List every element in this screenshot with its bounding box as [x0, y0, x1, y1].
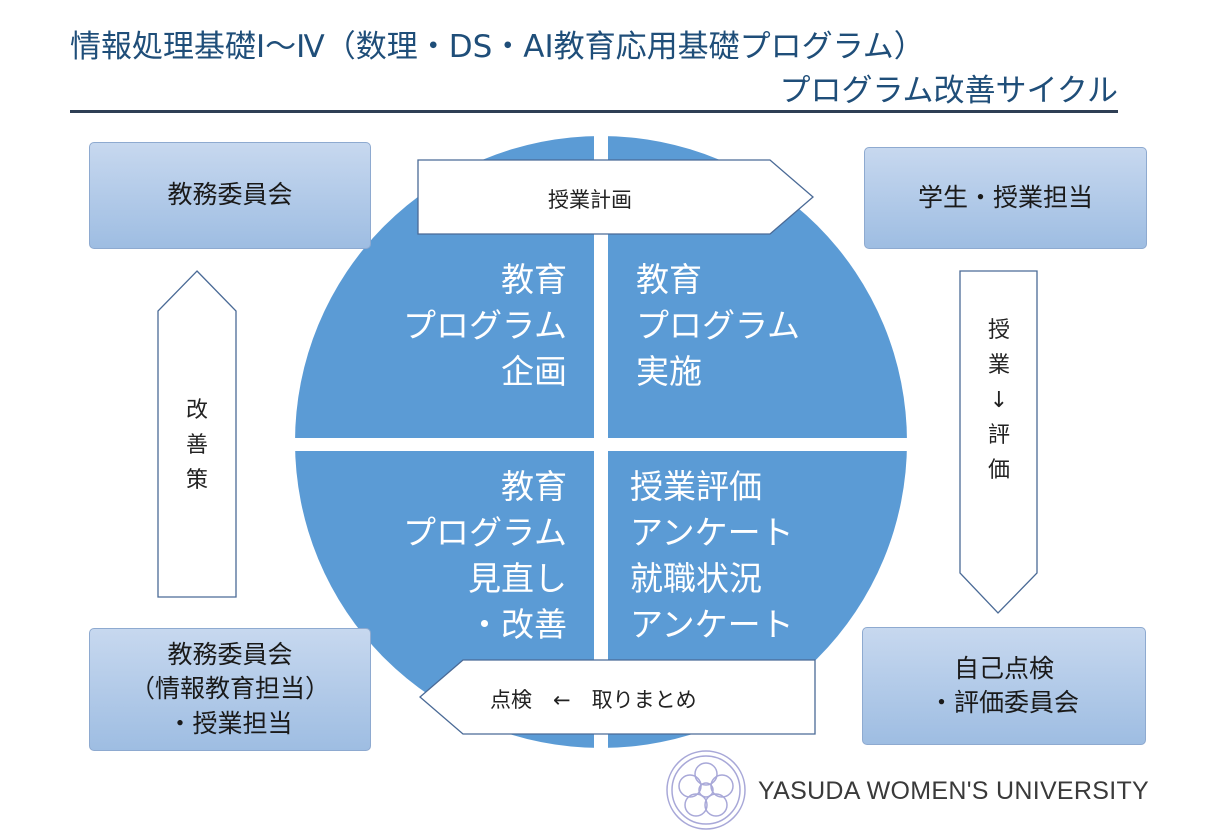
title-underline	[70, 110, 1118, 113]
quadrant-act-line: 見直し	[468, 559, 567, 598]
page-subtitle: プログラム改善サイクル	[779, 73, 1118, 109]
academic-committee-label: 教務委員会	[167, 180, 293, 210]
quadrant-check-line: 就職状況	[630, 559, 762, 598]
quadrant-plan-line: 教育	[501, 260, 567, 299]
left-arrow-shape	[157, 270, 237, 598]
quadrant-do: 教育 プログラム 実施	[636, 257, 800, 395]
self-evaluation-committee-box: 自己点検 ・評価委員会	[862, 627, 1146, 745]
committee-line-1: 教務委員会	[167, 639, 293, 669]
top-arrow-shape	[417, 159, 814, 235]
left-arrow-char: 改	[185, 398, 208, 423]
quadrant-act-line: プログラム	[402, 513, 567, 552]
right-arrow-char: 価	[987, 458, 1010, 483]
academic-committee-box: 教務委員会	[89, 142, 371, 249]
students-instructors-box: 学生・授業担当	[864, 147, 1147, 249]
quadrant-act-line: ・改善	[468, 605, 567, 644]
left-arrow-char: 善	[185, 433, 208, 458]
self-evaluation-line-2: ・評価委員会	[928, 688, 1079, 717]
right-arrow-label: 授 業 ↓ 評 価	[984, 313, 1014, 488]
quadrant-plan-line: プログラム	[402, 306, 567, 345]
right-arrow-char: 評	[987, 423, 1010, 448]
quadrant-do-line: 実施	[636, 352, 702, 391]
right-arrow-char: ↓	[989, 388, 1009, 413]
students-instructors-label: 学生・授業担当	[917, 182, 1093, 212]
university-name: YASUDA WOMEN'S UNIVERSITY	[758, 777, 1150, 805]
top-arrow-label: 授業計画	[548, 188, 632, 212]
committee-with-staff-box: 教務委員会 （情報教育担当） ・授業担当	[89, 628, 371, 751]
committee-line-2: （情報教育担当）	[129, 674, 330, 704]
quadrant-do-line: 教育	[636, 260, 702, 299]
horizontal-divider	[280, 438, 922, 451]
right-arrow-char: 業	[987, 353, 1010, 378]
quadrant-plan-line: 企画	[501, 352, 567, 391]
quadrant-act: 教育 プログラム 見直し ・改善	[403, 464, 567, 648]
quadrant-check: 授業評価 アンケート 就職状況 アンケート	[630, 464, 794, 648]
left-arrow-char: 策	[185, 468, 208, 493]
right-arrow-char: 授	[987, 318, 1010, 343]
quadrant-plan: 教育 プログラム 企画	[403, 257, 567, 395]
quadrant-check-line: 授業評価	[630, 467, 762, 506]
bottom-arrow-label: 点検 ← 取りまとめ	[490, 688, 697, 712]
page-title: 情報処理基礎Ⅰ〜Ⅳ（数理・DS・AI教育応用基礎プログラム）	[70, 29, 925, 65]
university-crest-icon	[666, 750, 746, 830]
left-arrow-label: 改 善 策	[182, 393, 212, 498]
quadrant-check-line: アンケート	[630, 605, 794, 644]
quadrant-act-line: 教育	[501, 467, 567, 506]
right-arrow-shape	[959, 270, 1038, 614]
self-evaluation-line-1: 自己点検	[953, 653, 1054, 683]
bottom-arrow-shape	[419, 659, 816, 735]
quadrant-do-line: プログラム	[636, 306, 801, 345]
committee-line-3: ・授業担当	[167, 708, 293, 738]
quadrant-check-line: アンケート	[630, 513, 794, 552]
